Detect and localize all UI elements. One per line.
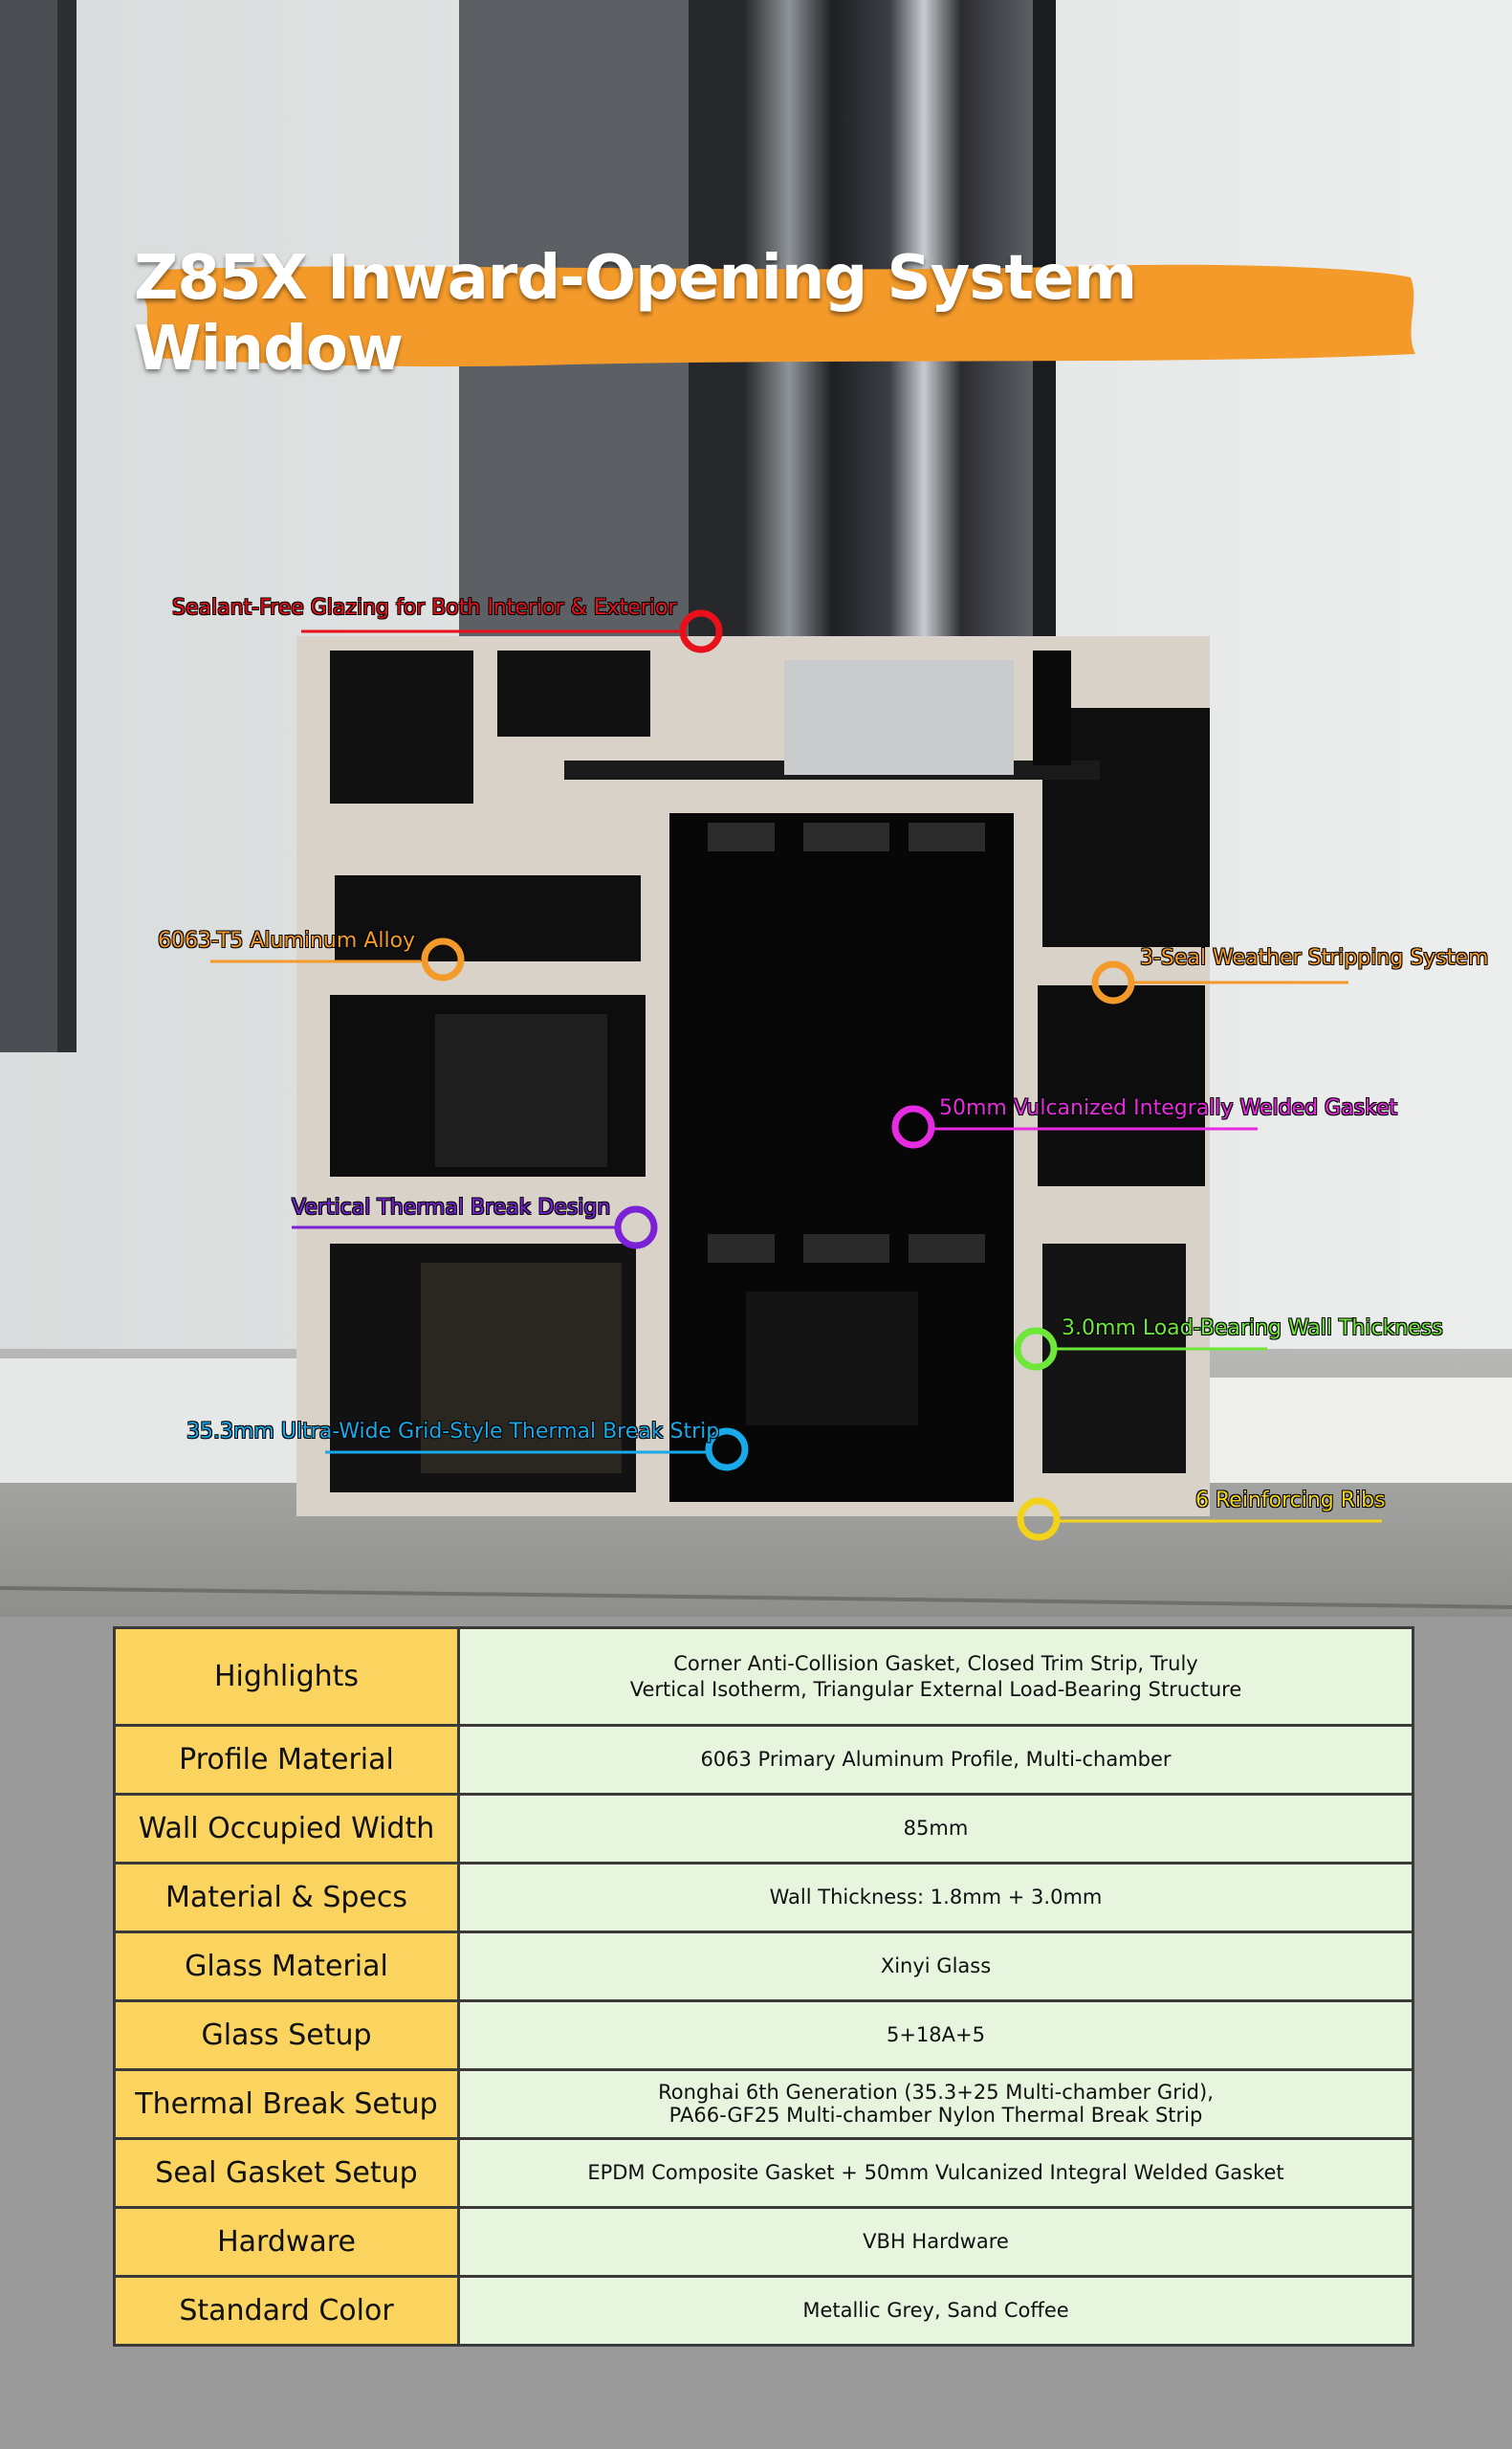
callout-label: Sealant-Free Glazing for Both Interior &… <box>172 596 677 620</box>
row-label: Seal Gasket Setup <box>113 2137 460 2209</box>
value-line: 5+18A+5 <box>886 2023 985 2047</box>
row-label: Wall Occupied Width <box>113 1793 460 1864</box>
value-line: PA66-GF25 Multi-chamber Nylon Thermal Br… <box>668 2103 1203 2127</box>
row-label: Material & Specs <box>113 1862 460 1933</box>
row-label: Glass Setup <box>113 1999 460 2071</box>
page-title: Z85X Inward-Opening System Window <box>134 242 1137 385</box>
row-label: Highlights <box>113 1626 460 1727</box>
value-line: Corner Anti-Collision Gasket, Closed Tri… <box>673 1652 1198 1676</box>
row-value: EPDM Composite Gasket + 50mm Vulcanized … <box>457 2137 1414 2209</box>
row-label: Hardware <box>113 2206 460 2278</box>
value-line: VBH Hardware <box>863 2230 1009 2254</box>
callout-label: 50mm Vulcanized Integrally Welded Gasket <box>939 1096 1398 1120</box>
table-row: Glass Material Xinyi Glass <box>113 1931 1414 2002</box>
callout-label: 35.3mm Ultra-Wide Grid-Style Thermal Bre… <box>186 1420 720 1444</box>
value-line: 6063 Primary Aluminum Profile, Multi-cha… <box>700 1748 1172 1772</box>
title-banner <box>142 264 1415 367</box>
row-value: 85mm <box>457 1793 1414 1864</box>
callout-vulcanized-gasket: 50mm Vulcanized Integrally Welded Gasket <box>939 1095 1397 1122</box>
value-line: Wall Thickness: 1.8mm + 3.0mm <box>769 1886 1103 1909</box>
table-row: Thermal Break Setup Ronghai 6th Generati… <box>113 2068 1414 2140</box>
value-line: Xinyi Glass <box>880 1954 992 1978</box>
row-value: Metallic Grey, Sand Coffee <box>457 2275 1414 2347</box>
row-value: 5+18A+5 <box>457 1999 1414 2071</box>
value-line: EPDM Composite Gasket + 50mm Vulcanized … <box>587 2161 1284 2185</box>
callout-aluminum-alloy: 6063-T5 Aluminum Alloy <box>158 928 415 955</box>
callout-load-bearing-wall: 3.0mm Load-Bearing Wall Thickness <box>1062 1315 1443 1342</box>
row-value: Corner Anti-Collision Gasket, Closed Tri… <box>457 1626 1414 1727</box>
callout-markers <box>210 609 1382 1541</box>
table-row: Wall Occupied Width 85mm <box>113 1793 1414 1864</box>
value-line: Vertical Isotherm, Triangular External L… <box>629 1677 1242 1701</box>
callout-label: Vertical Thermal Break Design <box>292 1196 611 1220</box>
row-value: Ronghai 6th Generation (35.3+25 Multi-ch… <box>457 2068 1414 2140</box>
table-row: Highlights Corner Anti-Collision Gasket,… <box>113 1626 1414 1727</box>
value-line: Ronghai 6th Generation (35.3+25 Multi-ch… <box>658 2081 1214 2105</box>
value-line: 85mm <box>903 1817 969 1841</box>
callout-label: 3.0mm Load-Bearing Wall Thickness <box>1062 1316 1443 1340</box>
callout-sealant-free-glazing: Sealant-Free Glazing for Both Interior &… <box>172 595 676 622</box>
callout-label: 3-Seal Weather Stripping System <box>1140 946 1489 970</box>
callout-thermal-break-strip: 35.3mm Ultra-Wide Grid-Style Thermal Bre… <box>186 1419 719 1445</box>
spec-table: Highlights Corner Anti-Collision Gasket,… <box>113 1626 1414 2347</box>
row-value: Wall Thickness: 1.8mm + 3.0mm <box>457 1862 1414 1933</box>
table-row: Standard Color Metallic Grey, Sand Coffe… <box>113 2275 1414 2347</box>
row-label: Standard Color <box>113 2275 460 2347</box>
row-label: Glass Material <box>113 1931 460 2002</box>
callout-reinforcing-ribs: 6 Reinforcing Ribs <box>1195 1488 1386 1514</box>
profile-cross-section <box>296 636 1210 1516</box>
callout-vertical-thermal-break: Vertical Thermal Break Design <box>292 1195 610 1222</box>
row-label: Profile Material <box>113 1724 460 1796</box>
table-row: Material & Specs Wall Thickness: 1.8mm +… <box>113 1862 1414 1933</box>
table-row: Hardware VBH Hardware <box>113 2206 1414 2278</box>
table-row: Glass Setup 5+18A+5 <box>113 1999 1414 2071</box>
callout-label: 6063-T5 Aluminum Alloy <box>158 929 416 953</box>
row-label: Thermal Break Setup <box>113 2068 460 2140</box>
row-value: VBH Hardware <box>457 2206 1414 2278</box>
row-value: Xinyi Glass <box>457 1931 1414 2002</box>
callout-seal-weather-stripping: 3-Seal Weather Stripping System <box>1140 945 1488 972</box>
value-line: Metallic Grey, Sand Coffee <box>802 2299 1069 2323</box>
table-row: Profile Material 6063 Primary Aluminum P… <box>113 1724 1414 1796</box>
row-value: 6063 Primary Aluminum Profile, Multi-cha… <box>457 1724 1414 1796</box>
callout-label: 6 Reinforcing Ribs <box>1195 1489 1386 1512</box>
table-row: Seal Gasket Setup EPDM Composite Gasket … <box>113 2137 1414 2209</box>
